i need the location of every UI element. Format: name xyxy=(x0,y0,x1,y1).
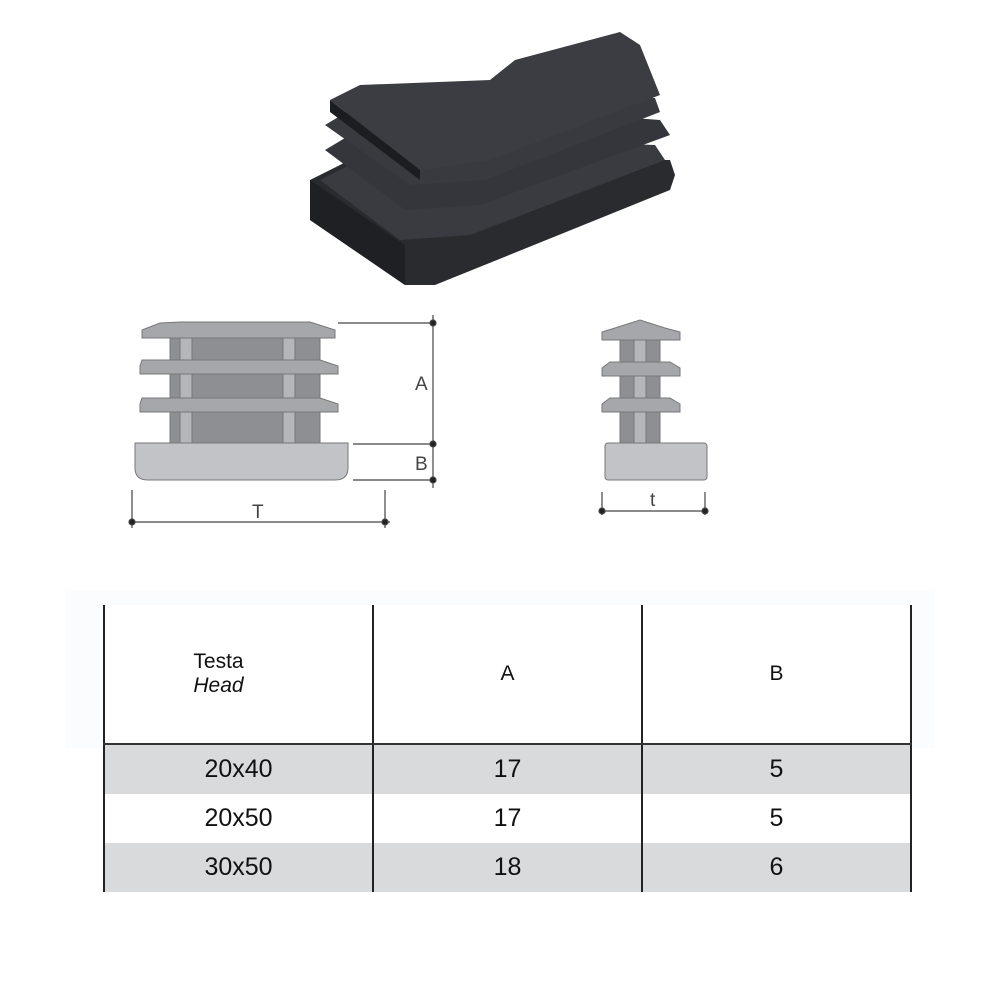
table-row: 20x40 17 5 xyxy=(103,744,912,794)
header-head: Testa Head xyxy=(103,605,374,745)
cell-head: 20x40 xyxy=(103,744,374,794)
cell-head: 30x50 xyxy=(103,843,374,892)
header-head-english: Head xyxy=(193,674,244,697)
dim-label-t-lower: t xyxy=(650,490,656,511)
header-a: A xyxy=(372,605,643,745)
plug-fins xyxy=(320,32,670,240)
cell-b: 5 xyxy=(641,794,912,843)
side-view xyxy=(601,319,708,481)
dimension-diagram: A B T t xyxy=(128,315,709,528)
header-b: B xyxy=(641,605,912,745)
cell-b: 6 xyxy=(641,843,912,892)
header-head-italian: Testa xyxy=(193,650,244,673)
front-view xyxy=(134,321,349,481)
table-header-row: Testa Head A B xyxy=(103,605,912,745)
dim-label-t-upper: T xyxy=(252,502,264,523)
cell-b: 5 xyxy=(641,744,912,794)
table-row: 30x50 18 6 xyxy=(103,843,912,892)
table-row: 20x50 17 5 xyxy=(103,794,912,843)
cell-a: 17 xyxy=(372,794,643,843)
cell-a: 17 xyxy=(372,744,643,794)
dimension-lines xyxy=(128,315,709,528)
dimensions-table: Testa Head A B 20x40 17 5 20x50 17 5 30x… xyxy=(103,605,912,892)
dim-label-a: A xyxy=(415,374,428,395)
cell-a: 18 xyxy=(372,843,643,892)
cell-head: 20x50 xyxy=(103,794,374,843)
product-photo-plug xyxy=(310,32,675,285)
dim-label-b: B xyxy=(415,454,428,475)
